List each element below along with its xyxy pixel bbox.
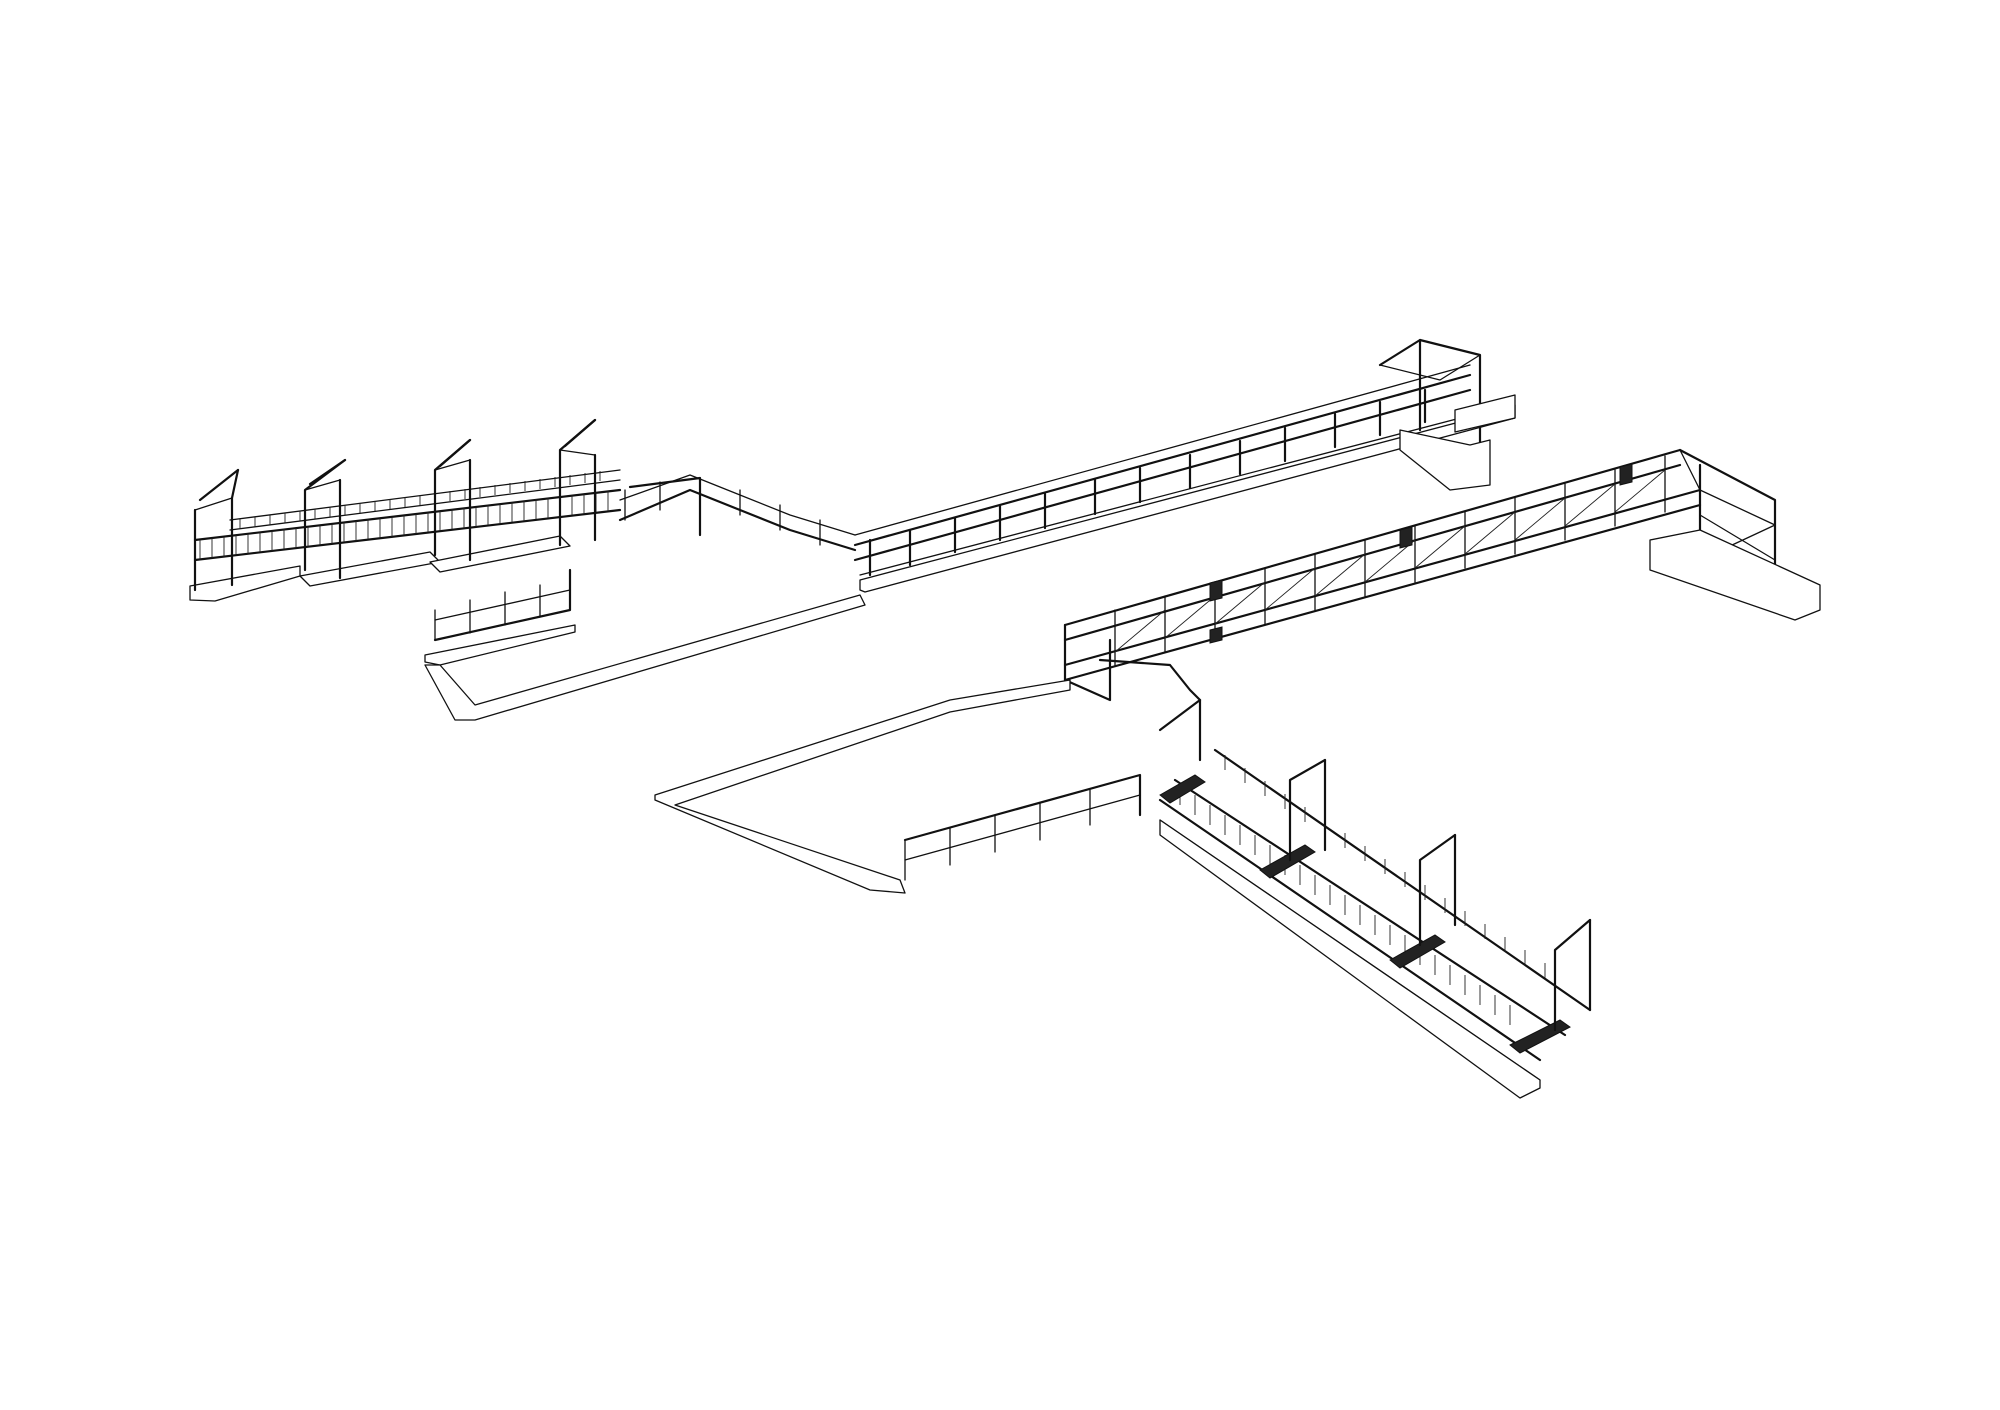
truss-bridge xyxy=(1063,448,1821,702)
right-stair-assembly xyxy=(654,658,1592,1099)
upper-walkway xyxy=(424,338,1516,721)
left-stair-assembly xyxy=(189,418,622,666)
